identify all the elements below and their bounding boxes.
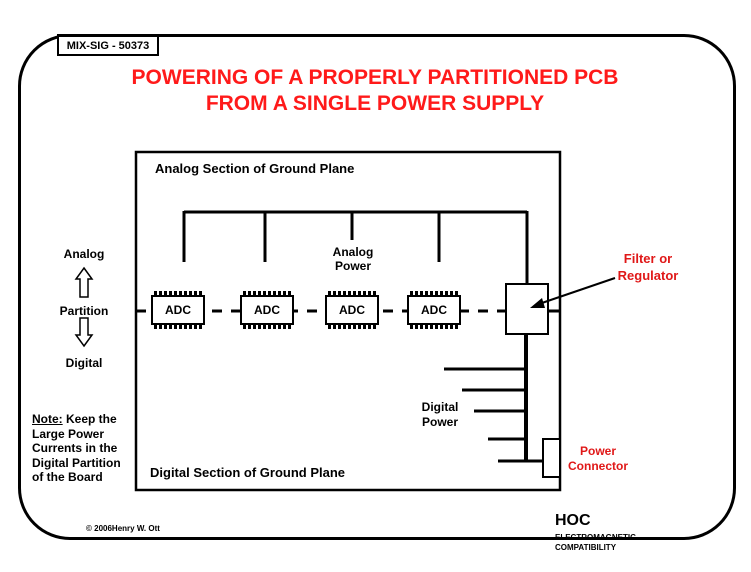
slide-frame <box>18 34 736 540</box>
analog-power-label-2: Power <box>334 259 371 273</box>
digital-power-label-1: Digital <box>421 400 459 414</box>
hoc-logo-text: HOC <box>555 512 591 529</box>
title-line-1: POWERING OF A PROPERLY PARTITIONED PCB <box>131 66 619 89</box>
digital-power-label-2: Power <box>421 415 458 429</box>
power-connector-label-2: Connector <box>568 459 628 473</box>
note-line-5: of the Board <box>32 470 103 484</box>
partition-digital-label: Digital <box>65 356 103 370</box>
filter-label-2: Regulator <box>617 268 679 283</box>
emc-line-2: COMPATIBILITY <box>555 543 617 552</box>
power-connector-box <box>542 438 561 478</box>
filter-pointer-arrowhead <box>530 298 545 308</box>
adc-chip-3 <box>325 291 379 329</box>
adc-chip-4 <box>407 291 461 329</box>
power-connector-label-1: Power <box>579 444 616 458</box>
adc-label-2: ADC <box>254 303 280 317</box>
slide-id-tag: MIX-SIG - 50373 <box>57 34 159 56</box>
filter-regulator-box <box>505 283 549 335</box>
up-arrow-icon <box>74 266 94 298</box>
pcb-board-outline <box>134 150 562 492</box>
down-arrow-icon <box>74 317 94 348</box>
adc-label-4: ADC <box>421 303 447 317</box>
adc-chip-1 <box>151 291 205 329</box>
analog-section-label: Analog Section of Ground Plane <box>155 161 355 176</box>
partition-label: Partition <box>59 304 109 318</box>
note-line-4: Digital Partition <box>32 455 121 470</box>
note-label: Note: <box>32 412 63 426</box>
partition-analog-label: Analog <box>63 247 105 261</box>
emc-line-1: ELECTROMAGNETIC <box>555 533 636 542</box>
adc-label-1: ADC <box>165 303 191 317</box>
filter-label-1: Filter or <box>623 251 673 266</box>
digital-section-label: Digital Section of Ground Plane <box>150 465 346 480</box>
note-line-2: Large Power <box>32 426 105 441</box>
adc-label-3: ADC <box>339 303 365 317</box>
note-line-1: Keep the <box>62 412 117 426</box>
note-line-3: Currents in the <box>32 441 118 455</box>
filter-pointer-arrow <box>535 277 616 306</box>
note-block: Note: Keep the Large Power Currents in t… <box>32 412 121 485</box>
title-line-2: FROM A SINGLE POWER SUPPLY <box>205 92 545 115</box>
copyright-text: © 2006Henry W. Ott <box>86 524 160 533</box>
adc-chip-2 <box>240 291 294 329</box>
analog-power-label-1: Analog <box>332 245 374 259</box>
